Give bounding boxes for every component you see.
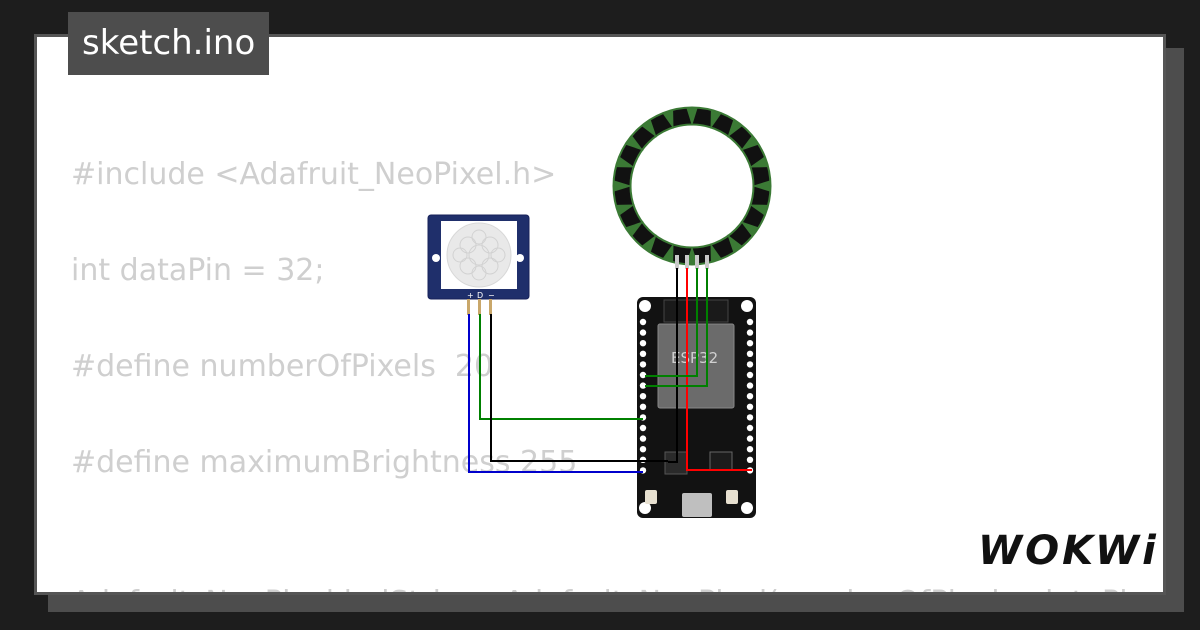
mount-hole (741, 502, 753, 514)
ring-led (727, 119, 743, 138)
header-pin[interactable] (639, 329, 647, 336)
wire-pir-data (479, 314, 643, 420)
header-pin[interactable] (639, 403, 647, 410)
ring-led (749, 156, 768, 168)
pir-pin-label-gnd: − (488, 291, 495, 300)
ring-pin (705, 255, 709, 269)
wires (468, 268, 752, 473)
ring-led (641, 119, 657, 138)
pir-dome-facets (452, 229, 506, 281)
ring-led (740, 135, 759, 151)
pir-dome (446, 222, 512, 288)
code-line: Adafruit_NeoPixel ledStrip = Adafruit_Ne… (71, 585, 1128, 592)
header-pin[interactable] (746, 382, 754, 389)
ring-led (686, 246, 698, 264)
header-pin[interactable] (746, 435, 754, 442)
mount-hole (639, 502, 651, 514)
wire-ring-gnd (668, 268, 678, 463)
header-pin[interactable] (639, 361, 647, 368)
esp32-label: ESP32 (671, 349, 718, 367)
pir-sensor[interactable]: + D − (427, 214, 530, 315)
header-pin[interactable] (639, 371, 647, 379)
ring-led (752, 180, 770, 192)
ring-led (686, 108, 698, 126)
pir-pin-label-data: D (477, 291, 483, 300)
pir-mount-hole-left (432, 254, 440, 262)
header-pin[interactable] (639, 340, 647, 347)
header-pin[interactable] (639, 318, 647, 326)
pir-pin-label-vcc: + (467, 291, 474, 300)
header-pin[interactable] (746, 329, 754, 336)
pir-pin (489, 299, 492, 315)
header-pin[interactable] (746, 456, 754, 463)
boot-button[interactable] (645, 490, 657, 504)
mount-hole (741, 300, 753, 312)
ring-led (710, 110, 722, 129)
ring-led (625, 135, 644, 151)
esp32-headers (639, 318, 754, 474)
ring-led (616, 156, 635, 168)
header-pin[interactable] (639, 350, 647, 357)
ring-pin (675, 255, 679, 269)
code-line: #define numberOfPixels 20 (71, 349, 494, 384)
header-pin[interactable] (746, 318, 754, 326)
header-pin[interactable] (639, 382, 647, 389)
pir-pin (478, 299, 481, 315)
ring-led (625, 221, 644, 237)
ring-led (662, 243, 674, 262)
code-line: int dataPin = 32; (71, 253, 325, 288)
ring-led (749, 204, 768, 216)
header-pin[interactable] (639, 446, 647, 453)
ring-led (616, 204, 635, 216)
wire-ring-din-2 (645, 268, 708, 387)
header-pin[interactable] (746, 446, 754, 453)
ring-led (727, 234, 743, 253)
header-pin[interactable] (639, 456, 647, 463)
ring-led (710, 243, 722, 262)
header-pin[interactable] (639, 435, 647, 442)
diagram-canvas[interactable]: #include <Adafruit_NeoPixel.h> int dataP… (34, 34, 1166, 595)
header-pin[interactable] (746, 393, 754, 400)
wire-ring-din (645, 268, 698, 377)
header-pin[interactable] (746, 424, 754, 432)
code-line: #define maximumBrightness 255 (71, 445, 578, 480)
header-pin[interactable] (746, 403, 754, 410)
ring-led (614, 180, 632, 192)
ring-led (740, 221, 759, 237)
wire-ring-vcc (686, 268, 752, 471)
header-pin[interactable] (746, 414, 754, 421)
pir-mount-hole-right (516, 254, 524, 262)
usb-uart-chip (709, 451, 733, 471)
usb-port (682, 493, 712, 517)
ring-led (641, 234, 657, 253)
sketch-title: sketch.ino (68, 12, 270, 75)
wire-pir-gnd (490, 314, 668, 462)
header-pin[interactable] (746, 371, 754, 379)
code-line: #include <Adafruit_NeoPixel.h> (71, 157, 557, 192)
header-pin[interactable] (746, 340, 754, 347)
reset-button[interactable] (726, 490, 738, 504)
ring-pin (695, 255, 699, 269)
header-pin[interactable] (639, 393, 647, 400)
ring-body (614, 108, 770, 264)
ring-led (662, 110, 674, 129)
header-pin[interactable] (639, 424, 647, 432)
wokwi-logo: WOKWi (978, 528, 1159, 574)
pir-pin (467, 299, 470, 315)
neopixel-ring[interactable] (612, 106, 772, 269)
header-pin[interactable] (746, 350, 754, 357)
header-pin[interactable] (746, 361, 754, 368)
ring-leds (614, 108, 770, 264)
wire-pir-vcc (468, 314, 643, 473)
ring-pin (685, 255, 689, 269)
mount-hole (639, 300, 651, 312)
